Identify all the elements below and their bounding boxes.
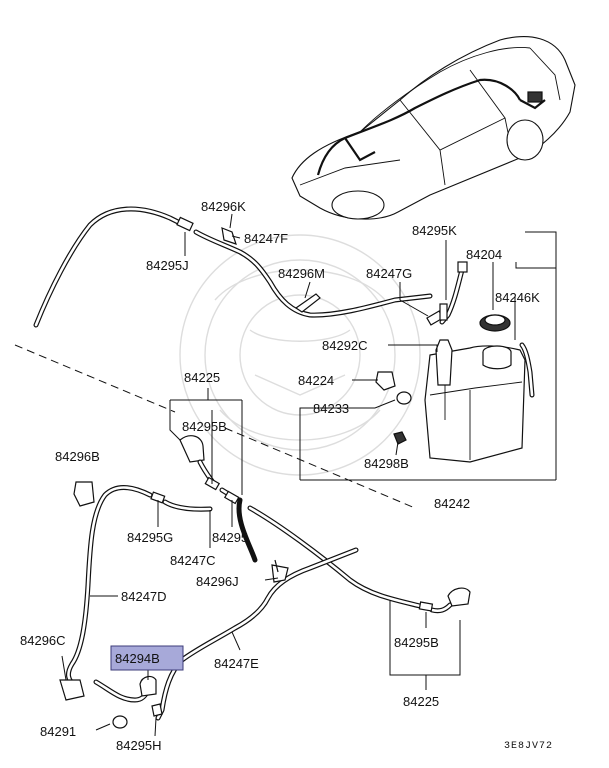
part-label-84247F[interactable]: 84247F bbox=[244, 231, 288, 246]
part-label-84296M[interactable]: 84296M bbox=[278, 266, 325, 281]
part-label-84295J[interactable]: 84295J bbox=[146, 258, 189, 273]
part-label-84295[interactable]: 84295 bbox=[212, 530, 248, 545]
lower-hose-assembly bbox=[59, 435, 471, 729]
part-label-84295B-bottom[interactable]: 84295B bbox=[394, 635, 439, 650]
part-label-84295G[interactable]: 84295G bbox=[127, 530, 173, 545]
part-label-84294B[interactable]: 84294B bbox=[115, 651, 160, 666]
part-label-84296B[interactable]: 84296B bbox=[55, 449, 100, 464]
part-label-84296K[interactable]: 84296K bbox=[201, 199, 246, 214]
part-label-84291[interactable]: 84291 bbox=[40, 724, 76, 739]
part-label-84298B[interactable]: 84298B bbox=[364, 456, 409, 471]
part-label-84296J[interactable]: 84296J bbox=[196, 574, 239, 589]
upper-hose-assembly bbox=[33, 206, 468, 328]
part-label-84225-bottom[interactable]: 84225 bbox=[403, 694, 439, 709]
part-label-84296C[interactable]: 84296C bbox=[20, 633, 66, 648]
part-label-84247C[interactable]: 84247C bbox=[170, 553, 216, 568]
part-label-84295K[interactable]: 84295K bbox=[412, 223, 457, 238]
part-label-84246K[interactable]: 84246K bbox=[495, 290, 540, 305]
part-label-84233[interactable]: 84233 bbox=[313, 401, 349, 416]
part-label-84204[interactable]: 84204 bbox=[466, 247, 502, 262]
part-label-84295H[interactable]: 84295H bbox=[116, 738, 162, 753]
dashed-boundary-right bbox=[224, 427, 416, 509]
dashed-boundary-left bbox=[14, 344, 176, 413]
part-labels: 84296K 84247F 84295J 84296M 84247G 84295… bbox=[20, 199, 540, 753]
diagram-code: 3E8JV72 bbox=[504, 741, 553, 752]
part-label-84247E[interactable]: 84247E bbox=[214, 656, 259, 671]
washer-tank-assembly bbox=[375, 314, 535, 463]
part-label-84225-top[interactable]: 84225 bbox=[184, 370, 220, 385]
part-label-84292C[interactable]: 84292C bbox=[322, 338, 368, 353]
part-label-84247D[interactable]: 84247D bbox=[121, 589, 167, 604]
part-label-84224[interactable]: 84224 bbox=[298, 373, 334, 388]
part-label-84242[interactable]: 84242 bbox=[434, 496, 470, 511]
highlight-box bbox=[110, 645, 184, 671]
leader-lines bbox=[61, 213, 557, 737]
part-label-84295B-top[interactable]: 84295B bbox=[182, 419, 227, 434]
part-label-84247G[interactable]: 84247G bbox=[366, 266, 412, 281]
car-illustration bbox=[291, 36, 576, 220]
